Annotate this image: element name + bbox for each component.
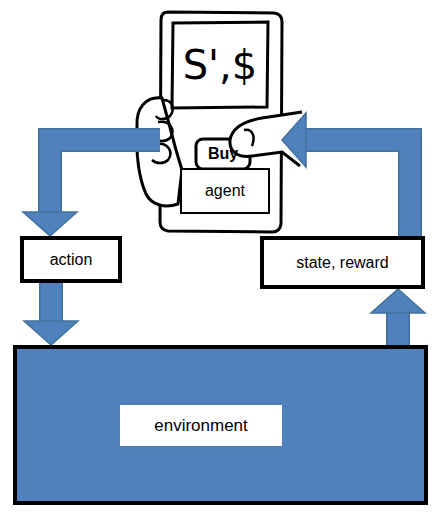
phone-screen [172, 22, 268, 108]
arrow-head [24, 321, 78, 345]
connector-group [23, 113, 425, 345]
action-box: action [20, 236, 122, 283]
arrow-shaft [50, 140, 160, 212]
agent-illustration [137, 12, 302, 232]
node-label: state, reward [264, 240, 421, 285]
screen-text: S',$ [172, 30, 268, 100]
state-reward-box: state, reward [260, 236, 425, 289]
block-arrow [282, 113, 410, 236]
button-text: Buy [196, 139, 250, 169]
block-arrow [23, 140, 160, 236]
block-arrow [24, 283, 78, 345]
agent-label: agent [180, 168, 270, 214]
arrow-outline [50, 140, 160, 212]
thumb-nail [244, 130, 254, 146]
arrow-outline [39, 283, 63, 321]
arrow-head [371, 289, 425, 313]
arrow-shaft [388, 313, 409, 345]
node-label: environment [120, 405, 282, 446]
arrow-outline [306, 140, 410, 236]
arrow-outline [386, 313, 410, 345]
arrow-head [282, 113, 306, 167]
block-arrow [371, 289, 425, 345]
environment-box: environment [13, 345, 428, 505]
arrow-head [23, 212, 77, 236]
arrow-shaft [41, 283, 62, 321]
finger-line [156, 100, 173, 119]
node-label: action [24, 240, 118, 279]
arrow-shaft [306, 140, 410, 236]
